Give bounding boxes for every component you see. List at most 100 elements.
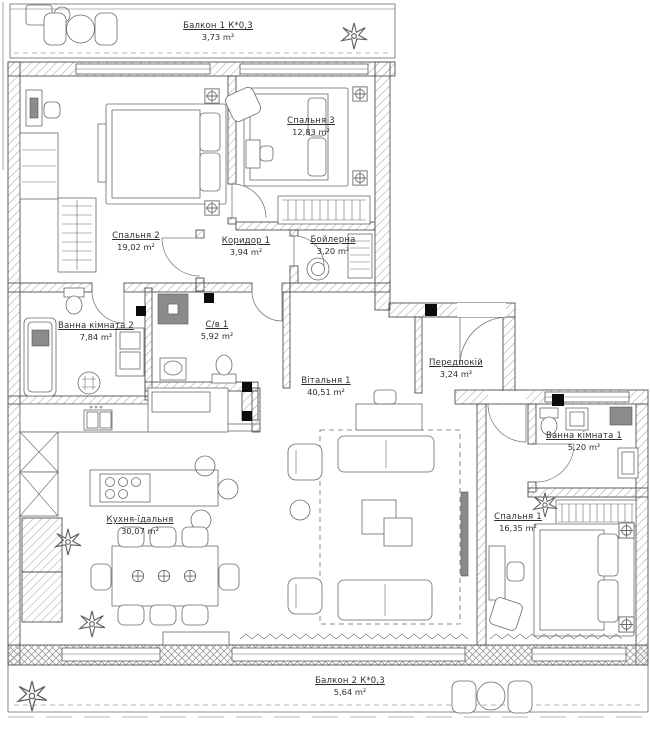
room-area: 3,94 m² (229, 247, 263, 258)
bar-stool-icon (217, 478, 239, 500)
door-arc (487, 403, 527, 443)
armchair-icon (287, 577, 323, 615)
nightstand-lamp-icon (352, 86, 368, 102)
bedroom-1-furniture (488, 492, 637, 637)
room-area: 12,83 m² (292, 127, 330, 138)
shower-icon (157, 293, 189, 325)
bathroom-2-fixtures (23, 287, 145, 397)
bed-icon (243, 87, 349, 187)
tall-cabinets (19, 431, 63, 623)
sink-icon (565, 407, 589, 431)
nightstand-lamp-icon (618, 616, 635, 633)
door-arc (293, 235, 325, 267)
washing-machine-icon (77, 371, 101, 395)
shelf-icon (19, 132, 59, 200)
sofa-icon (337, 579, 433, 621)
bedroom-3-furniture (225, 86, 371, 225)
kitchen-island (89, 469, 219, 507)
room-name: Спальня 2 (112, 231, 160, 241)
plant-icon (79, 610, 106, 638)
wardrobe-icon (555, 499, 637, 527)
sink-icon (617, 447, 639, 479)
wardrobe-icon (57, 197, 97, 273)
room-name: Бойлерна (310, 235, 356, 245)
balcony-2 (7, 665, 649, 718)
door-arc (251, 290, 283, 322)
curtain-lines (239, 633, 623, 640)
toilet-icon (539, 407, 559, 436)
doors (91, 183, 575, 483)
room-name: Кухня-їдальня (106, 515, 174, 525)
living-room-furniture (287, 389, 469, 625)
armchair-icon (225, 86, 262, 122)
door-arc (231, 183, 267, 219)
coffee-table-icon (361, 499, 413, 547)
armchair-icon (287, 443, 323, 481)
toilet-icon (211, 354, 237, 384)
room-area: 5,20 m² (567, 442, 601, 453)
balcony-table-set (451, 680, 533, 714)
door-arc (91, 290, 125, 324)
room-name: Спальня 3 (287, 116, 335, 126)
console-table-icon (355, 389, 423, 431)
boiler-room-furniture (306, 233, 373, 281)
desk-icon (488, 545, 525, 601)
column-markers (136, 293, 564, 421)
rug (319, 429, 461, 625)
kitchen-furniture (19, 387, 240, 646)
kitchen-counter (19, 387, 229, 433)
interior-walls (7, 75, 649, 646)
sofa-icon (337, 435, 435, 473)
dining-table-set (90, 526, 240, 626)
low-cabinet (162, 631, 230, 646)
bedroom-2-furniture (19, 88, 227, 273)
bed-icon (97, 103, 227, 205)
room-name: Ванна кімната 2 (57, 321, 135, 331)
room-area: 30,07 m² (121, 526, 159, 537)
room-name: Коридор 1 (221, 236, 271, 246)
pouf-icon (489, 597, 523, 631)
room-name: Балкон 1 К*0,3 (183, 21, 253, 31)
nightstand-lamp-icon (204, 88, 220, 104)
cooktop-icon (99, 473, 151, 503)
shelving-icon (347, 233, 373, 279)
door-arc (535, 443, 575, 483)
plant-icon (341, 22, 368, 50)
room-name: Ванна кімната 1 (545, 431, 623, 441)
balcony-table-set (43, 12, 118, 46)
washing-machine-icon (306, 257, 330, 281)
door-arc (161, 237, 201, 277)
room-area: 7,84 m² (79, 332, 113, 343)
nightstand-lamp-icon (204, 200, 220, 216)
desk-icon (25, 89, 61, 127)
windows (61, 63, 630, 662)
toilet-icon (63, 287, 85, 315)
bathroom-1-fixtures (539, 406, 639, 479)
wc-1-fixtures (157, 293, 237, 384)
sink-icon (159, 357, 187, 381)
room-name: Передпокій (429, 358, 483, 368)
tv-icon (460, 491, 469, 577)
water-heater-icon (609, 406, 633, 426)
room-name: Балкон 2 К*0,3 (315, 676, 385, 686)
room-area: 3,24 m² (439, 369, 473, 380)
entrance-door (459, 316, 509, 366)
sink-counter-icon (115, 327, 145, 377)
room-area: 19,02 m² (117, 242, 155, 253)
room-area: 5,92 m² (200, 331, 234, 342)
room-name: С/в 1 (205, 320, 229, 330)
room-area: 3,73 m² (201, 32, 235, 43)
room-area: 40,51 m² (307, 387, 345, 398)
